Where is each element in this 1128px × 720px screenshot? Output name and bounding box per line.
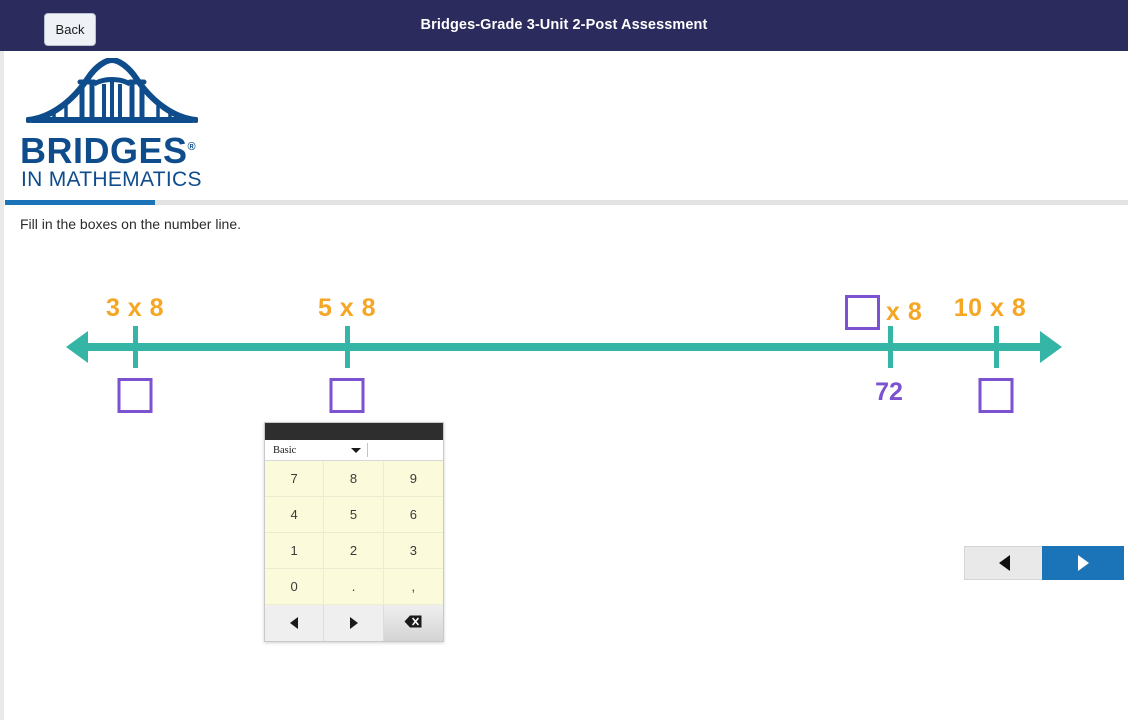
back-button[interactable]: Back <box>44 13 96 46</box>
triangle-left-icon <box>290 617 299 629</box>
keypad-mode-label: Basic <box>273 444 297 456</box>
tick-label-above: 10 x 8 <box>953 294 1027 322</box>
keypad-mode-divider <box>367 443 368 457</box>
previous-question-button[interactable] <box>964 546 1044 580</box>
keypad-backspace-button[interactable] <box>383 605 444 641</box>
logo-wordmark: BRIDGES® <box>20 130 205 172</box>
tick-mark <box>133 326 138 368</box>
triangle-left-icon <box>998 555 1010 571</box>
logo-subtitle: IN MATHEMATICS <box>21 168 202 191</box>
registered-mark: ® <box>187 141 197 153</box>
virtual-keypad: Basic 7 8 9 4 5 6 1 2 3 0 . , <box>264 422 444 642</box>
backspace-icon <box>404 615 422 631</box>
keypad-key-8[interactable]: 8 <box>324 461 384 497</box>
question-prompt: Fill in the boxes on the number line. <box>20 216 242 232</box>
number-line-arrow-right <box>1040 331 1062 363</box>
keypad-key-decimal[interactable]: . <box>324 569 384 605</box>
page-title: Bridges-Grade 3-Unit 2-Post Assessment <box>420 17 708 33</box>
keypad-row: 0 . , <box>265 569 444 605</box>
bridge-icon <box>25 56 199 135</box>
tick-value-below: 72 <box>875 378 903 406</box>
keypad-control-row <box>265 605 444 641</box>
keypad-row: 1 2 3 <box>265 533 444 569</box>
triangle-right-icon <box>349 617 358 629</box>
progress-fill <box>5 200 155 205</box>
number-line-arrow-left <box>66 331 88 363</box>
keypad-key-6[interactable]: 6 <box>383 497 444 533</box>
answer-box[interactable] <box>845 294 880 330</box>
keypad-key-0[interactable]: 0 <box>265 569 325 605</box>
keypad-key-5[interactable]: 5 <box>324 497 384 533</box>
tick-label-above-composite: x 8 <box>845 294 922 330</box>
tick-mark <box>994 326 999 368</box>
keypad-cursor-left-button[interactable] <box>265 605 325 641</box>
keypad-key-1[interactable]: 1 <box>265 533 325 569</box>
answer-box[interactable] <box>117 378 153 413</box>
tick-label-above: 3 x 8 <box>105 294 165 322</box>
keypad-key-comma[interactable]: , <box>383 569 444 605</box>
chevron-down-icon <box>351 447 361 453</box>
left-edge-shadow <box>0 51 4 720</box>
keypad-key-7[interactable]: 7 <box>265 461 325 497</box>
next-question-button[interactable] <box>1042 546 1124 580</box>
keypad-titlebar[interactable] <box>265 423 443 440</box>
tick-mark <box>888 326 893 368</box>
progress-track <box>5 200 1128 205</box>
triangle-right-icon <box>1077 555 1089 571</box>
number-line-shaft <box>80 343 1048 351</box>
top-bar: Bridges-Grade 3-Unit 2-Post Assessment B… <box>0 0 1128 51</box>
keypad-cursor-right-button[interactable] <box>324 605 384 641</box>
keypad-key-9[interactable]: 9 <box>383 461 444 497</box>
logo-wordmark-text: BRIDGES <box>20 130 188 171</box>
brand-logo: BRIDGES® IN MATHEMATICS <box>20 56 205 191</box>
keypad-key-4[interactable]: 4 <box>265 497 325 533</box>
tick-label-above: 5 x 8 <box>317 294 377 322</box>
number-line: 3 x 8 5 x 8 x 8 72 10 x 8 <box>0 270 1128 430</box>
keypad-mode-select[interactable]: Basic <box>265 440 367 461</box>
answer-box[interactable] <box>329 378 365 413</box>
keypad-key-2[interactable]: 2 <box>324 533 384 569</box>
keypad-mode-bar: Basic <box>265 440 443 461</box>
keypad-row: 4 5 6 <box>265 497 444 533</box>
multiplier-suffix: x 8 <box>886 297 923 326</box>
answer-box[interactable] <box>978 378 1014 413</box>
tick-mark <box>345 326 350 368</box>
keypad-row: 7 8 9 <box>265 461 444 497</box>
keypad-key-3[interactable]: 3 <box>383 533 444 569</box>
